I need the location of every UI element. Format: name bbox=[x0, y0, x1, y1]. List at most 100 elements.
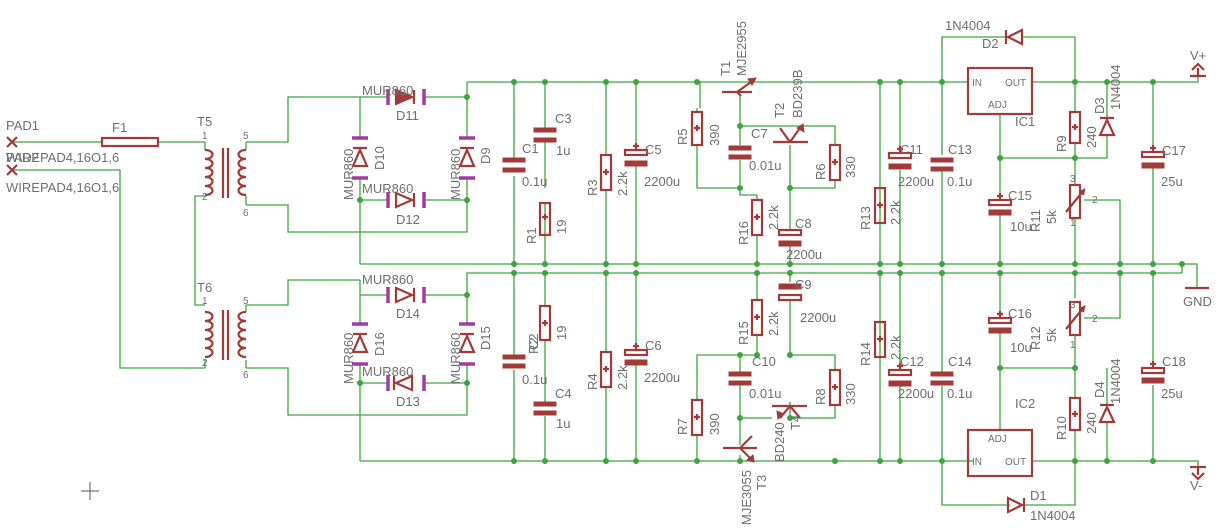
r14-ref: R14 bbox=[858, 342, 873, 366]
transistor-t2[interactable]: T2 BD239B bbox=[772, 70, 808, 144]
c4-value: 1u bbox=[556, 416, 570, 431]
potentiometer-r11[interactable]: 3 2 1 R11 5k bbox=[1028, 174, 1098, 232]
resistor-r10[interactable]: R10 240 bbox=[1054, 396, 1099, 440]
capacitor-c9[interactable]: C9 2200u bbox=[777, 277, 836, 325]
gnd-terminal[interactable]: GND bbox=[1183, 286, 1212, 309]
resistor-r15[interactable]: R15 2.2k bbox=[736, 298, 781, 345]
vplus-terminal[interactable]: V+ bbox=[1190, 48, 1206, 78]
c11-ref: C11 bbox=[900, 142, 923, 157]
pad1-label: PAD1 bbox=[6, 118, 39, 133]
capacitor-c8[interactable]: C8 2200u bbox=[777, 216, 822, 262]
d1-ref: D1 bbox=[1030, 488, 1047, 503]
t6-pin5: 5 bbox=[243, 296, 249, 307]
diode-d9[interactable]: MUR860 D9 bbox=[448, 136, 493, 200]
resistor-r5[interactable]: R5 390 bbox=[675, 110, 722, 147]
resistor-r7[interactable]: R7 390 bbox=[675, 398, 722, 437]
capacitor-c11[interactable]: C11 2200u bbox=[887, 142, 934, 189]
capacitor-c5[interactable]: C5 2200u bbox=[623, 142, 680, 189]
capacitor-c18[interactable]: C18 25u bbox=[1140, 354, 1186, 401]
fuse-f1[interactable]: F1 bbox=[100, 120, 160, 148]
t6-pin6: 6 bbox=[243, 370, 249, 381]
pad2-symbol[interactable]: PAD2 WIREPAD4,16O1,6 WIREPAD4,16O1,6 bbox=[6, 150, 119, 195]
diode-d4[interactable]: D4 1N4004 bbox=[1092, 358, 1123, 424]
capacitor-c4[interactable]: C4 1u bbox=[533, 386, 572, 431]
resistor-r9[interactable]: R9 240 bbox=[1054, 110, 1099, 152]
r3-ref: R3 bbox=[585, 179, 600, 196]
resistor-r6[interactable]: R6 330 bbox=[813, 143, 858, 182]
capacitor-c17[interactable]: C17 25u bbox=[1140, 143, 1186, 189]
resistor-r8[interactable]: R8 330 bbox=[813, 368, 858, 407]
transformer-t6[interactable]: T6 1 5 2 6 bbox=[197, 280, 249, 381]
diode-d16[interactable]: MUR860 D16 bbox=[341, 322, 387, 384]
capacitor-c14[interactable]: C14 0.1u bbox=[930, 354, 972, 401]
r8-value: 330 bbox=[843, 383, 858, 405]
r6-value: 330 bbox=[843, 156, 858, 178]
d14-value: MUR860 bbox=[362, 272, 413, 287]
vminus-label: V- bbox=[1190, 478, 1202, 493]
c18-value: 25u bbox=[1161, 386, 1183, 401]
potentiometer-r12[interactable]: 3 2 1 R12 5k bbox=[1028, 300, 1098, 351]
r16-value: 2.2k bbox=[766, 205, 781, 230]
capacitor-c10[interactable]: C10 0.01u bbox=[728, 354, 782, 401]
d1-value: 1N4004 bbox=[1030, 508, 1076, 523]
resistor-r3[interactable]: R3 2.2k bbox=[585, 153, 630, 196]
resistor-r2[interactable]: R2 19 bbox=[526, 304, 569, 354]
regulator-ic1[interactable]: IN OUT ADJ IC1 bbox=[966, 66, 1035, 129]
capacitor-c13[interactable]: C13 0.1u bbox=[930, 142, 972, 189]
vminus-terminal[interactable]: V- bbox=[1190, 465, 1206, 493]
c3-ref: C3 bbox=[555, 111, 572, 126]
diode-d10[interactable]: MUR860 D10 bbox=[341, 136, 387, 200]
r8-ref: R8 bbox=[813, 388, 828, 405]
c16-ref: C16 bbox=[1008, 306, 1032, 321]
r12-value: 5k bbox=[1044, 328, 1059, 342]
t4-ref: T4 bbox=[788, 415, 803, 430]
c17-ref: C17 bbox=[1162, 143, 1186, 158]
r9-value: 240 bbox=[1084, 126, 1099, 148]
capacitor-c3[interactable]: C3 1u bbox=[533, 111, 572, 158]
resistor-r16[interactable]: R16 2.2k bbox=[736, 198, 781, 245]
c14-ref: C14 bbox=[948, 354, 972, 369]
diode-d11[interactable]: MUR860 D11 bbox=[362, 83, 426, 123]
resistor-r13[interactable]: R13 2.2k bbox=[858, 186, 903, 230]
diode-d2[interactable]: 1N4004 D2 bbox=[945, 18, 1024, 51]
transistor-t4[interactable]: BD240 T4 bbox=[772, 404, 807, 462]
diode-d14[interactable]: MUR860 D14 bbox=[362, 272, 426, 321]
diode-d1[interactable]: D1 1N4004 bbox=[1006, 488, 1076, 523]
r1-value: 19 bbox=[554, 220, 569, 234]
r1-ref: R1 bbox=[524, 227, 539, 244]
capacitor-c7[interactable]: C7 0.01u bbox=[728, 126, 782, 173]
r11-pin1: 1 bbox=[1070, 218, 1076, 229]
r11-pin2: 2 bbox=[1092, 195, 1098, 206]
c15-ref: C15 bbox=[1008, 188, 1032, 203]
capacitor-c2[interactable]: C2 0.1u bbox=[502, 333, 547, 387]
c4-ref: C4 bbox=[555, 386, 572, 401]
regulator-ic2[interactable]: ADJ IN OUT IC2 bbox=[966, 396, 1035, 478]
gnd-label: GND bbox=[1183, 294, 1212, 309]
capacitor-c16[interactable]: C16 10u bbox=[987, 306, 1032, 355]
vplus-label: V+ bbox=[1190, 48, 1206, 63]
transformer-t5[interactable]: T5 1 5 2 6 bbox=[197, 114, 249, 219]
capacitor-c1[interactable]: C1 0.1u bbox=[502, 141, 547, 189]
r12-pin1: 1 bbox=[1070, 340, 1076, 351]
diode-d13[interactable]: MUR860 D13 bbox=[362, 364, 426, 409]
d14-ref: D14 bbox=[396, 306, 420, 321]
capacitor-c12[interactable]: C12 2200u bbox=[887, 354, 934, 401]
pad1-symbol[interactable]: PAD1 bbox=[6, 118, 39, 148]
d16-ref: D16 bbox=[372, 332, 387, 356]
transistor-t3[interactable]: MJE3055 T3 bbox=[723, 435, 769, 525]
ic2-in: IN bbox=[972, 457, 982, 468]
resistor-r1[interactable]: R1 19 bbox=[524, 201, 569, 244]
capacitor-c15[interactable]: C15 10u bbox=[987, 188, 1032, 234]
diode-d3[interactable]: D3 1N4004 bbox=[1092, 64, 1123, 137]
diode-d15[interactable]: MUR860 D15 bbox=[448, 322, 493, 384]
diode-d12[interactable]: MUR860 D12 bbox=[362, 181, 426, 227]
transistor-t1[interactable]: T1 MJE2955 bbox=[718, 21, 757, 97]
t3-ref: T3 bbox=[754, 475, 769, 490]
pad2-label: PAD2 bbox=[6, 150, 39, 165]
resistor-r4[interactable]: R4 2.2k bbox=[585, 350, 630, 390]
ic1-out: OUT bbox=[1005, 78, 1026, 89]
r7-ref: R7 bbox=[675, 418, 690, 435]
resistor-r14[interactable]: R14 2.2k bbox=[858, 320, 903, 366]
capacitor-c6[interactable]: C6 2200u bbox=[623, 338, 680, 385]
c3-value: 1u bbox=[556, 143, 570, 158]
